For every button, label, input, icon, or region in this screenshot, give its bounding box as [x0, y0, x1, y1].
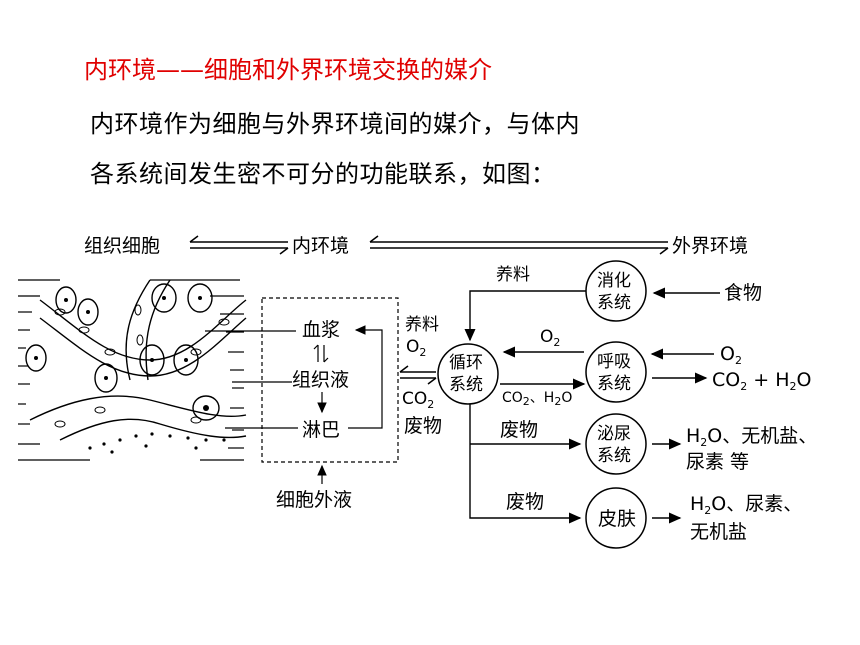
waste-left-label: 废物	[404, 415, 442, 437]
internal-external-exchange-arrow	[369, 235, 669, 255]
waste-skin-label: 废物	[506, 491, 544, 513]
respiratory-label-1: 呼吸	[597, 352, 631, 372]
box-circulatory-exchange-arrow	[399, 365, 437, 385]
urinary-system-node	[585, 413, 647, 475]
urinary-label-1: 泌尿	[597, 424, 631, 444]
digestive-to-circulatory-arrow	[464, 290, 586, 342]
page-title: 内环境——细胞和外界环境交换的媒介	[84, 56, 492, 84]
o2-right-label: O2	[720, 343, 742, 367]
nutrients-left-label: 养料	[405, 315, 439, 335]
digestive-label-1: 消化	[597, 271, 631, 291]
co2-h2o-out-label: CO2 + H2O	[712, 369, 812, 393]
plasma-tissue-exchange-arrow	[313, 344, 329, 363]
co2-left-label: CO2	[402, 389, 434, 411]
skin-out-label-1: H2O、尿素、	[690, 493, 802, 517]
external-environment-label: 外界环境	[672, 235, 748, 257]
plasma-label: 血浆	[302, 319, 340, 341]
tissue-illustration	[18, 272, 247, 464]
tissue-cells-label: 组织细胞	[84, 235, 160, 257]
lymph-label: 淋巴	[302, 419, 340, 441]
skin-node	[585, 487, 647, 549]
circulatory-system-node	[437, 343, 499, 405]
respiratory-label-2: 系统	[597, 374, 631, 394]
circulatory-label-1: 循环	[449, 353, 483, 373]
skin-out-label-2: 无机盐	[690, 521, 747, 543]
lymph-to-plasma-arrow	[348, 325, 383, 429]
circulatory-to-skin-arrow	[469, 404, 582, 524]
urinary-label-2: 系统	[597, 446, 631, 466]
food-label: 食物	[724, 282, 762, 304]
tissue-fluid-label: 组织液	[292, 369, 349, 391]
intro-line-2: 各系统间发生密不可分的功能联系，如图：	[90, 160, 556, 188]
nutrients-top-label: 养料	[496, 265, 530, 285]
circulatory-label-2: 系统	[449, 375, 483, 395]
respiratory-system-node	[585, 341, 647, 403]
skin-label: 皮肤	[598, 508, 636, 530]
internal-environment-label: 内环境	[292, 235, 349, 257]
urinary-out-label-1: H2O、无机盐、	[686, 425, 817, 449]
tissue-internal-exchange-arrow	[189, 235, 289, 255]
extracellular-fluid-box	[261, 297, 399, 463]
digestive-label-2: 系统	[597, 293, 631, 313]
co2-h2o-mid-label: CO2、H2O	[502, 390, 572, 408]
o2-mid-label: O2	[540, 327, 560, 349]
intro-line-1: 内环境作为细胞与外界环境间的媒介，与体内	[90, 110, 580, 138]
waste-urinary-label: 废物	[500, 419, 538, 441]
extracellular-fluid-label: 细胞外液	[276, 489, 352, 511]
o2-left-label: O2	[406, 337, 426, 359]
urinary-out-label-2: 尿素 等	[686, 451, 749, 473]
